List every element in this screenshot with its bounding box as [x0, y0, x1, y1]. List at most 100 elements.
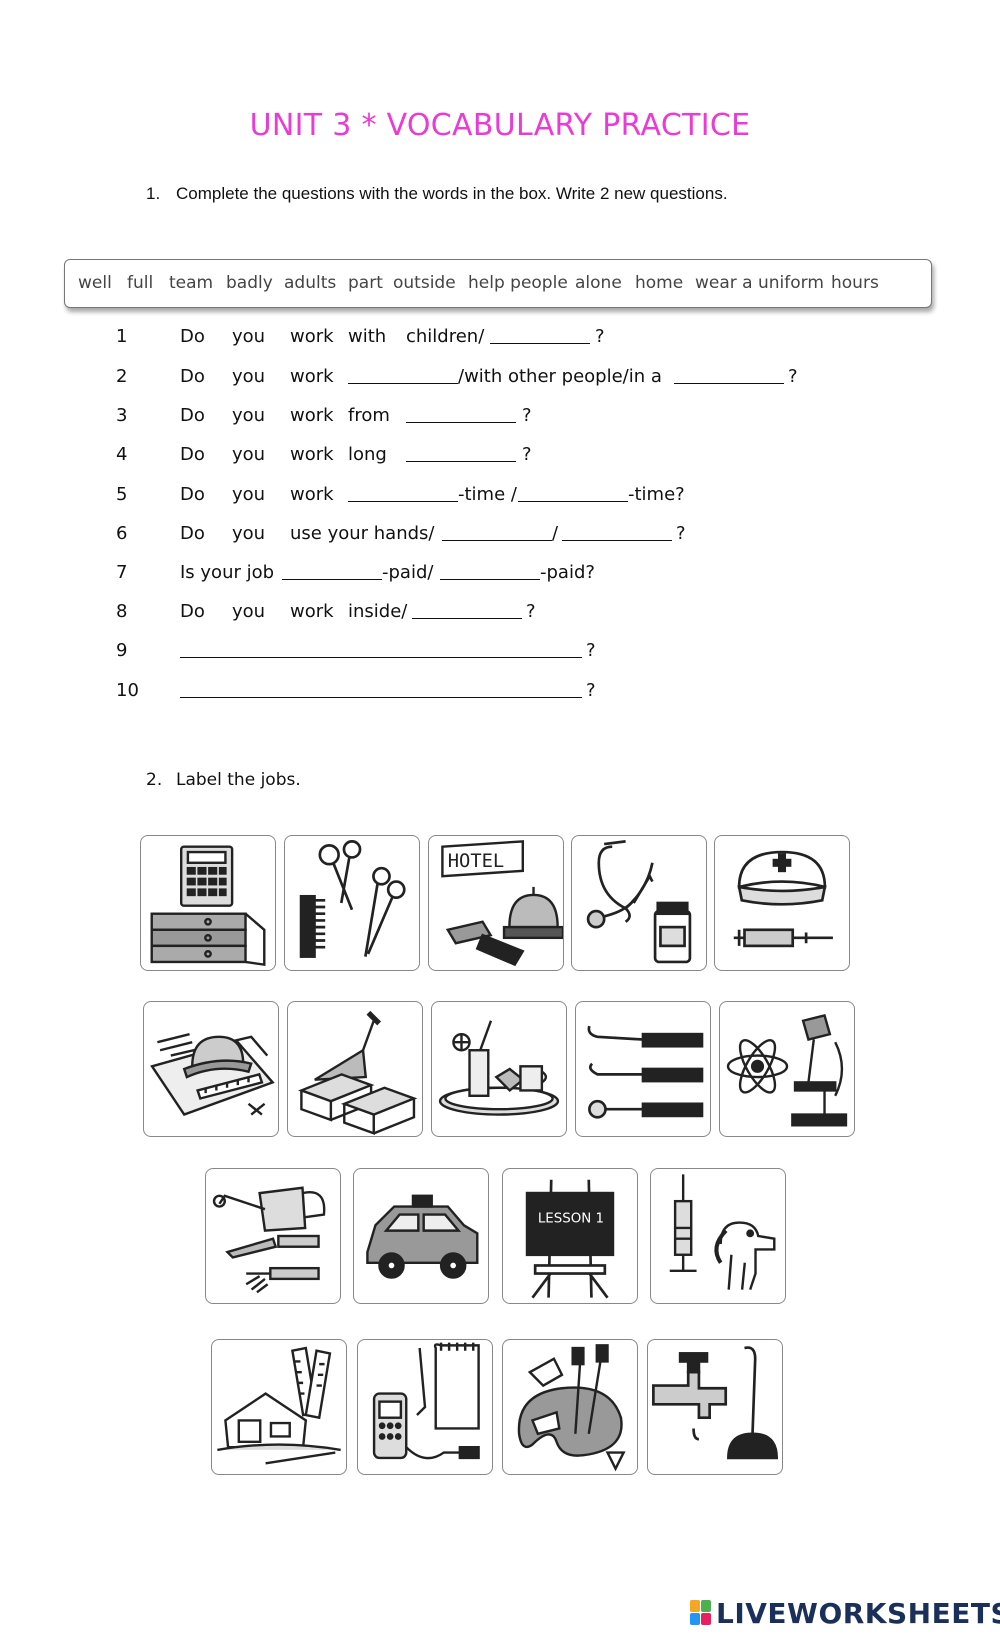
- question-word: you: [232, 405, 266, 426]
- question-word: you: [232, 523, 266, 544]
- answer-blank[interactable]: [180, 656, 582, 658]
- footer-brand: LIVEWORKSHEETS: [716, 1597, 1000, 1630]
- word-box-item: hours: [831, 273, 879, 293]
- question-word: long: [348, 444, 387, 465]
- question-end: -paid?: [540, 562, 595, 583]
- question-word: Do: [180, 326, 205, 347]
- question-text: /: [552, 523, 559, 544]
- question-word: Do: [180, 405, 205, 426]
- question-text: Is your job: [180, 562, 275, 583]
- answer-blank[interactable]: [282, 578, 382, 580]
- answer-blank[interactable]: [412, 617, 522, 619]
- exercise-1-text: Complete the questions with the words in…: [176, 184, 728, 203]
- question-number: 9: [116, 640, 128, 661]
- question-word: Do: [180, 523, 205, 544]
- question-number: 7: [116, 562, 128, 583]
- answer-blank[interactable]: [518, 500, 628, 502]
- question-word: work: [290, 366, 334, 387]
- question-number: 2: [116, 366, 128, 387]
- question-text: children/: [406, 326, 485, 347]
- question-number: 5: [116, 484, 128, 505]
- exercise-2-text: Label the jobs.: [176, 770, 301, 790]
- answer-blank[interactable]: [674, 382, 784, 384]
- word-box-item: wear a uniform: [695, 273, 824, 293]
- question-word: you: [232, 326, 266, 347]
- nurse-cap-syringe-icon: [714, 835, 850, 971]
- question-word: from: [348, 405, 390, 426]
- question-number: 10: [116, 680, 139, 701]
- answer-blank[interactable]: [490, 342, 590, 344]
- hotel-bell-key-icon: HOTEL: [428, 835, 564, 971]
- house-ruler-plans-icon: [211, 1339, 347, 1475]
- recorder-notepad-mic-icon: [357, 1339, 493, 1475]
- trowel-bricks-icon: [287, 1001, 423, 1137]
- question-end: ?: [586, 680, 596, 701]
- word-box-item: home: [635, 273, 684, 293]
- question-number: 8: [116, 601, 128, 622]
- answer-blank[interactable]: [440, 578, 540, 580]
- question-end: ?: [595, 326, 605, 347]
- question-word: work: [290, 444, 334, 465]
- question-word: Do: [180, 484, 205, 505]
- question-word: work: [290, 405, 334, 426]
- answer-blank[interactable]: [442, 539, 552, 541]
- question-end: ?: [788, 366, 798, 387]
- question-number: 6: [116, 523, 128, 544]
- word-box-item: outside: [393, 273, 456, 293]
- question-word: work: [290, 484, 334, 505]
- answer-blank[interactable]: [180, 696, 582, 698]
- question-end: -time?: [628, 484, 685, 505]
- question-text: inside/: [348, 601, 408, 622]
- page-title: UNIT 3 * VOCABULARY PRACTICE: [249, 108, 751, 143]
- question-text: /with other people/in a: [458, 366, 662, 387]
- palette-brushes-icon: [502, 1339, 638, 1475]
- answer-blank[interactable]: [406, 421, 516, 423]
- exercise-1-number: 1.: [146, 184, 161, 203]
- question-word: work: [290, 601, 334, 622]
- blackboard-text: LESSON 1: [538, 1212, 604, 1227]
- answer-blank[interactable]: [348, 500, 458, 502]
- answer-blank[interactable]: [348, 382, 458, 384]
- stethoscope-medicine-icon: [571, 835, 707, 971]
- word-box-item: help people: [468, 273, 568, 293]
- dental-tools-icon: [575, 1001, 711, 1137]
- answer-blank[interactable]: [406, 460, 516, 462]
- word-box-item: full: [127, 273, 154, 293]
- question-text: use your hands/: [290, 523, 435, 544]
- word-box-item: badly: [226, 273, 273, 293]
- exercise-1-instruction: 1. Complete the questions with the words …: [146, 184, 728, 204]
- question-word: Do: [180, 601, 205, 622]
- hotel-sign-text: HOTEL: [448, 851, 504, 872]
- question-text: -paid/: [382, 562, 434, 583]
- word-box-item: part: [348, 273, 383, 293]
- question-word: you: [232, 601, 266, 622]
- question-word: you: [232, 444, 266, 465]
- liveworksheets-logo-icon: [690, 1600, 712, 1626]
- tap-plunger-icon: [647, 1339, 783, 1475]
- question-number: 1: [116, 326, 128, 347]
- question-text: -time /: [458, 484, 517, 505]
- exercise-2-instruction: 2. Label the jobs.: [146, 770, 301, 790]
- word-box-item: well: [78, 273, 112, 293]
- taxi-icon: [353, 1168, 489, 1304]
- question-number: 4: [116, 444, 128, 465]
- atom-microscope-icon: [719, 1001, 855, 1137]
- word-box-item: adults: [284, 273, 337, 293]
- watering-can-tools-icon: [205, 1168, 341, 1304]
- calculator-files-icon: [140, 835, 276, 971]
- question-number: 3: [116, 405, 128, 426]
- answer-blank[interactable]: [562, 539, 672, 541]
- scissors-comb-icon: [284, 835, 420, 971]
- word-box: well full team badly adults part outside…: [64, 259, 932, 308]
- question-word: with: [348, 326, 387, 347]
- exercise-2-number: 2.: [146, 770, 163, 790]
- question-word: you: [232, 366, 266, 387]
- word-box-item: team: [169, 273, 214, 293]
- question-word: Do: [180, 366, 205, 387]
- question-end: ?: [522, 405, 532, 426]
- hardhat-plans-icon: [143, 1001, 279, 1137]
- question-end: ?: [526, 601, 536, 622]
- word-box-item: alone: [575, 273, 622, 293]
- question-word: Do: [180, 444, 205, 465]
- question-word: work: [290, 326, 334, 347]
